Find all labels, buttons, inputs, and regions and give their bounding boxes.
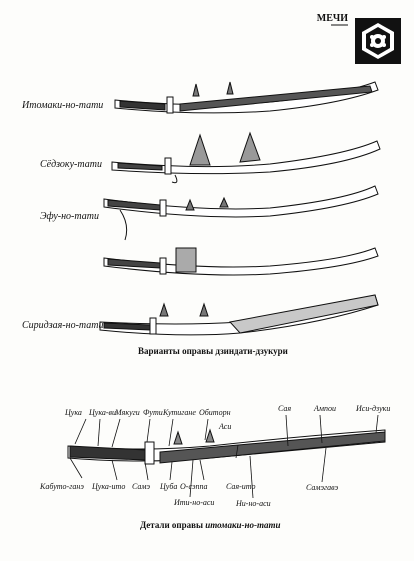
label-tsuka-vi: Цука-ви xyxy=(89,408,117,417)
sword-2-shodzoku xyxy=(111,131,381,184)
label-iti-no-asi: Ити-но-аси xyxy=(174,498,215,507)
sword-5-shiridzaya xyxy=(99,294,379,336)
details-caption-prefix: Детали оправы xyxy=(140,520,206,530)
label-obitori: Обиторн xyxy=(199,408,231,417)
sword-1-itomaki xyxy=(114,81,379,114)
label-tsuba: Цуба xyxy=(160,482,178,491)
label-kutigane: Кутигане xyxy=(163,408,196,417)
variant-label-1: Итомаки-но-тати xyxy=(22,100,104,111)
section-title: МЕЧИ xyxy=(316,13,348,24)
label-saya: Сая xyxy=(278,404,292,413)
label-ampoi: Ампои xyxy=(314,404,336,413)
sword-4 xyxy=(103,247,379,276)
variants-caption: Варианты оправы дзиндати-дзукури xyxy=(138,346,288,356)
label-mekugi: Мякуги xyxy=(115,408,140,417)
sword-3-efu xyxy=(103,185,379,241)
label-asi: Аси xyxy=(219,422,232,431)
label-samegave: Самэгавэ xyxy=(306,483,339,492)
variant-label-5: Сиридзая-но-тати xyxy=(22,320,104,331)
variant-label-3: Эфу-но-тати xyxy=(40,211,99,222)
detail-sword xyxy=(67,414,386,499)
label-kabuto-gane: Кабуто-ганэ xyxy=(40,482,84,491)
label-saya-ito: Сая-ито xyxy=(226,482,256,491)
label-tsuka-ito: Цука-ито xyxy=(92,482,126,491)
label-isi-dzuki: Иси-дзуки xyxy=(356,404,391,413)
label-tsuka: Цука xyxy=(65,408,82,417)
details-caption-em: итомаки-но-тати xyxy=(205,520,281,530)
label-same: Самэ xyxy=(132,482,151,491)
label-futi: Фути xyxy=(143,408,163,417)
label-o-seppa: О-сэппа xyxy=(180,482,208,491)
details-caption: Детали оправы итомаки-но-тати xyxy=(140,520,281,530)
variant-label-2: Сёдзоку-тати xyxy=(40,159,102,170)
label-ni-no-asi: Ни-но-аси xyxy=(236,499,271,508)
